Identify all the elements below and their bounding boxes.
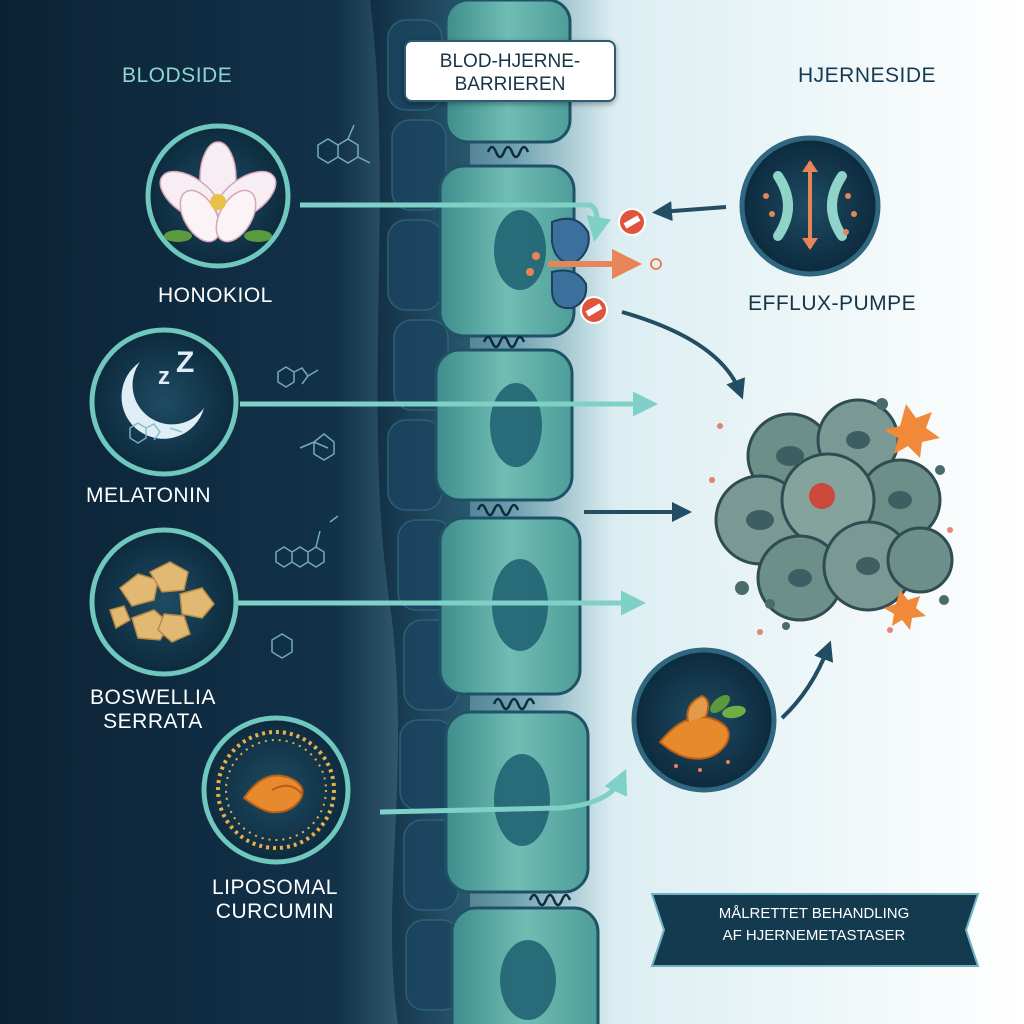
svg-text:Z: Z (176, 346, 194, 379)
arrow-efflux-to-cell (652, 201, 727, 222)
liposome-turmeric-icon (216, 730, 336, 850)
molecule-structures (129, 124, 371, 659)
boswellia-circle (89, 527, 239, 677)
efflux-pump-circle (739, 135, 881, 277)
magnolia-flower-icon (159, 141, 277, 243)
arrow-curcumin (379, 768, 628, 815)
resin-crystals-icon (109, 561, 215, 643)
curcumin-circle (201, 715, 351, 865)
endothelial-cells (434, 0, 600, 1024)
tumor-cluster-icon (700, 382, 960, 642)
boswellia-label: BOSWELLIA SERRATA (90, 686, 216, 734)
arrow-turmeric-to-tumor (780, 640, 834, 720)
melatonin-label: MELATONIN (86, 484, 212, 507)
blocked-sign-icon (580, 296, 608, 324)
svg-text:z: z (158, 363, 170, 390)
brain-side-label: HJERNESIDE (798, 64, 937, 87)
banner-text: MÅLRETTET BEHANDLING AF HJERNEMETASTASER (664, 903, 964, 947)
barrier-label-text: BLOD-HJERNE-BARRIEREN (439, 51, 581, 95)
turmeric-root-icon (658, 694, 746, 772)
curcumin-label: LIPOSOMAL CURCUMIN (212, 876, 338, 924)
cell-nuclei (490, 210, 556, 1020)
banner-line1: MÅLRETTET BEHANDLING (718, 905, 910, 922)
conclusion-banner (650, 893, 980, 967)
boswellia-label-line1: BOSWELLIA (90, 686, 216, 709)
barrier-label: BLOD-HJERNE-BARRIEREN (404, 40, 616, 102)
honokiol-label: HONOKIOL (158, 284, 273, 307)
tight-junctions (476, 145, 572, 907)
arrow-efflux-tumor (621, 310, 746, 400)
honokiol-circle (145, 123, 291, 269)
curcumin-label-line1: LIPOSOMAL (212, 876, 338, 899)
boswellia-label-line2: SERRATA (103, 710, 203, 733)
efflux-pump-icon (763, 160, 857, 250)
efflux-pump-label: EFFLUX-PUMPE (748, 292, 917, 315)
melatonin-circle: z Z (89, 327, 239, 477)
arrow-honokiol (300, 202, 611, 242)
moon-sleep-icon: z Z (121, 346, 204, 439)
brain-arrows (584, 201, 834, 720)
banner-line2: AF HJERNEMETASTASER (722, 927, 906, 944)
curcumin-label-line2: CURCUMIN (215, 900, 335, 923)
blocked-sign-icon (618, 208, 646, 236)
membrane-transporter (526, 217, 662, 310)
turmeric-brain-circle (631, 647, 777, 793)
compound-arrows (238, 202, 658, 815)
blood-side-label: BLODSIDE (122, 64, 233, 87)
